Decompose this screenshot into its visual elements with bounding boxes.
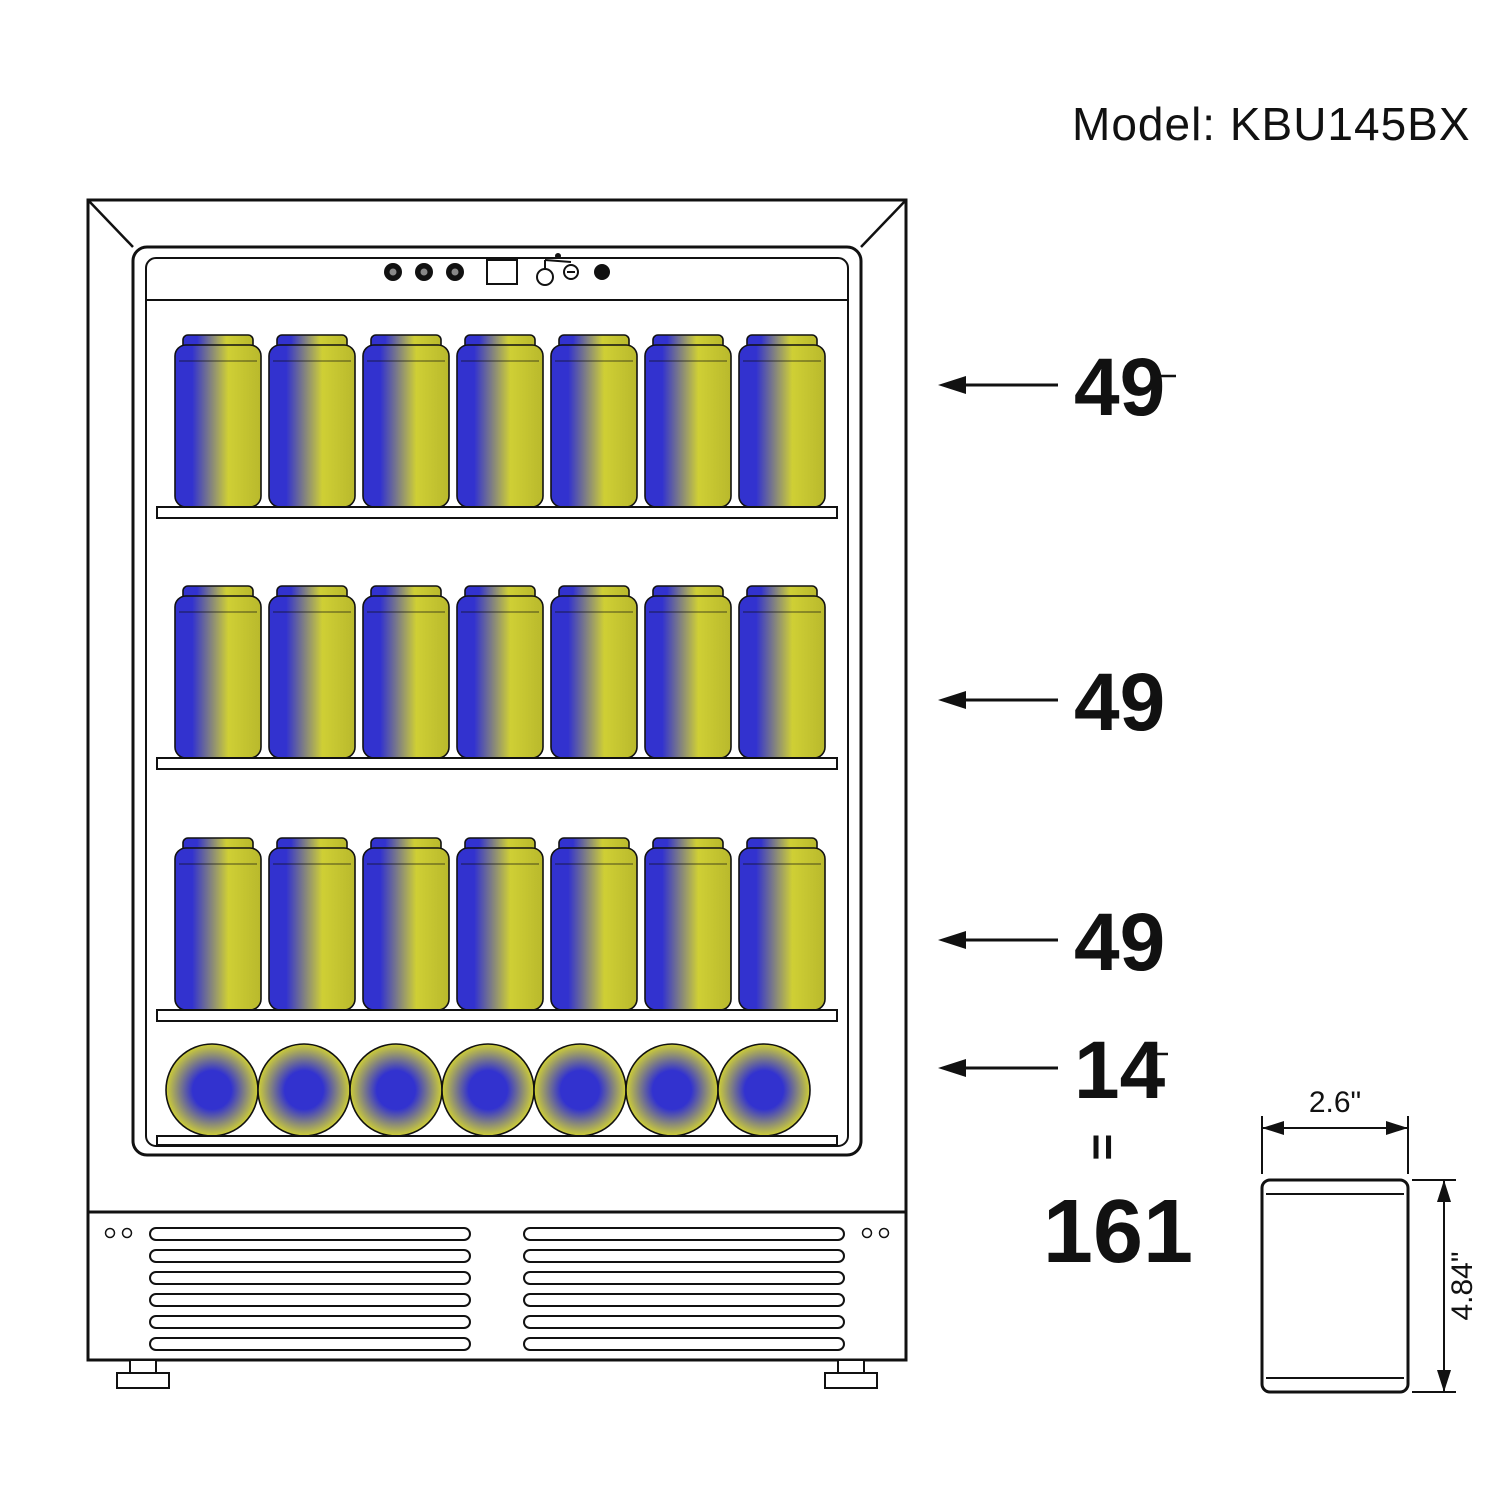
shelves [156, 506, 838, 1146]
louver-grille-left [149, 1227, 471, 1351]
arrow-left-icon [938, 376, 966, 394]
arrow-down-icon [1437, 1370, 1451, 1392]
arrow-left-icon [938, 931, 966, 949]
shelf-1-count: 49 [1074, 342, 1165, 433]
can-outline [1260, 1178, 1410, 1394]
beverage-can [738, 837, 826, 1011]
beverage-can [644, 334, 732, 508]
beverage-can-end [165, 1043, 259, 1137]
louver-slat [149, 1249, 471, 1263]
arrow-left-icon [938, 1059, 966, 1077]
screw-icon [104, 1227, 116, 1239]
beverage-can [362, 837, 450, 1011]
beverage-can [268, 837, 356, 1011]
beverage-can [362, 585, 450, 759]
beverage-can [738, 585, 826, 759]
shelf-3-count: 49 [1074, 897, 1165, 988]
beverage-can-end [257, 1043, 351, 1137]
shelf-2 [156, 757, 838, 770]
louver-slat [523, 1227, 845, 1241]
beverage-can-end [441, 1043, 535, 1137]
arrow-left-icon [938, 691, 966, 709]
beverage-can [644, 837, 732, 1011]
annotation-shelf-3: 49 [938, 897, 1165, 988]
can-height-label: 4.84" [1446, 1251, 1479, 1320]
temperature-display [486, 259, 518, 285]
beverage-can-end [625, 1043, 719, 1137]
foot-right [837, 1359, 865, 1374]
bottom-row-count: 14 [1074, 1025, 1166, 1116]
louver-slat [523, 1249, 845, 1263]
control-icons [536, 253, 579, 286]
beverage-can [456, 585, 544, 759]
beverage-can-end [717, 1043, 811, 1137]
beverage-can [644, 585, 732, 759]
beverage-can [456, 334, 544, 508]
beverage-can [456, 837, 544, 1011]
total-annotation: = 161 [1043, 1134, 1193, 1282]
annotation-bottom-row: 14 [938, 1025, 1168, 1116]
arrow-up-icon [1437, 1180, 1451, 1202]
beverage-can [550, 837, 638, 1011]
beverage-can [174, 837, 262, 1011]
beverage-can-end [533, 1043, 627, 1137]
shelf-3 [156, 1009, 838, 1022]
annotation-shelf-2: 49 [938, 657, 1165, 748]
louver-slat [149, 1227, 471, 1241]
can-size-detail: 2.6" 4.84" [1260, 1086, 1479, 1394]
shelf-1 [156, 506, 838, 519]
louver-slat [523, 1315, 845, 1329]
beverage-can [268, 585, 356, 759]
beverage-can [268, 334, 356, 508]
louver-slat [149, 1337, 471, 1351]
louver-slat [523, 1337, 845, 1351]
annotation-shelf-1: 49 [938, 342, 1176, 433]
beverage-can [174, 334, 262, 508]
shelf-2-count: 49 [1074, 657, 1165, 748]
power-indicator-icon [594, 264, 610, 280]
fridge-feet [116, 1359, 878, 1389]
beverage-can [362, 334, 450, 508]
louver-slat [523, 1293, 845, 1307]
foot-left [129, 1359, 157, 1374]
vent-panel [86, 1210, 908, 1362]
equals-sign: = [1077, 1134, 1129, 1161]
louver-slat [149, 1271, 471, 1285]
total-capacity: 161 [1043, 1182, 1193, 1282]
screw-icon [878, 1227, 890, 1239]
model-label: Model: KBU145BX [1072, 98, 1471, 150]
arrow-right-icon [1386, 1121, 1408, 1135]
beverage-can [174, 585, 262, 759]
beverage-can-end [349, 1043, 443, 1137]
bottom-tray [156, 1135, 838, 1146]
shelf-row-1-cans [174, 334, 826, 508]
beverage-can [738, 334, 826, 508]
louver-slat [149, 1315, 471, 1329]
beverage-can [550, 334, 638, 508]
control-panel [146, 253, 848, 301]
arrow-left-icon [1262, 1121, 1284, 1135]
screw-icon [861, 1227, 873, 1239]
shelf-row-2-cans [174, 585, 826, 759]
louver-slat [523, 1271, 845, 1285]
can-width-label: 2.6" [1309, 1086, 1361, 1119]
screw-icon [121, 1227, 133, 1239]
shelf-row-3-cans [174, 837, 826, 1011]
beverage-can [550, 585, 638, 759]
louver-grille-right [523, 1227, 845, 1351]
louver-slat [149, 1293, 471, 1307]
